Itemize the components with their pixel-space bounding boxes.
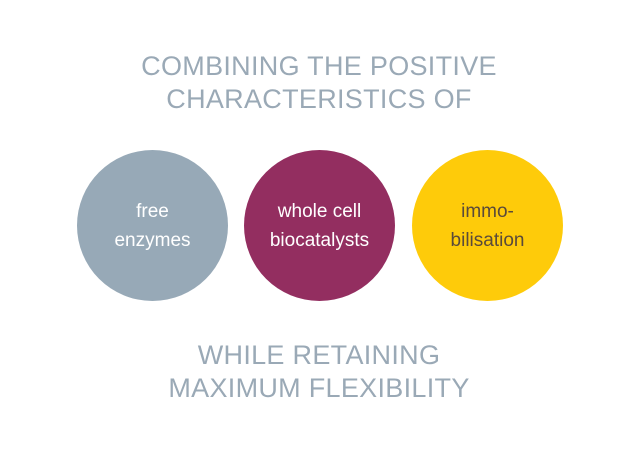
top-heading-line-1: COMBINING THE POSITIVE: [141, 51, 497, 81]
bottom-heading-line-2: MAXIMUM FLEXIBILITY: [168, 373, 470, 403]
top-heading: COMBINING THE POSITIVE CHARACTERISTICS O…: [0, 50, 638, 116]
circle-free-enzymes: free enzymes: [77, 150, 228, 301]
bottom-heading-line-1: WHILE RETAINING: [197, 340, 441, 370]
circle-whole-cell-line-2: biocatalysts: [269, 229, 370, 251]
circle-free-enzymes-line-1: free: [136, 200, 169, 222]
bottom-heading: WHILE RETAINING MAXIMUM FLEXIBILITY: [0, 339, 638, 405]
circle-free-enzymes-line-2: enzymes: [114, 229, 191, 251]
circle-immobilisation: immo- bilisation: [412, 150, 563, 301]
circle-immobilisation-line-1: immo-: [461, 200, 514, 222]
circle-whole-cell-biocatalysts: whole cell biocatalysts: [244, 150, 395, 301]
circle-immobilisation-line-2: bilisation: [450, 229, 525, 251]
circle-whole-cell-line-1: whole cell: [277, 200, 362, 222]
top-heading-line-2: CHARACTERISTICS OF: [166, 84, 472, 114]
